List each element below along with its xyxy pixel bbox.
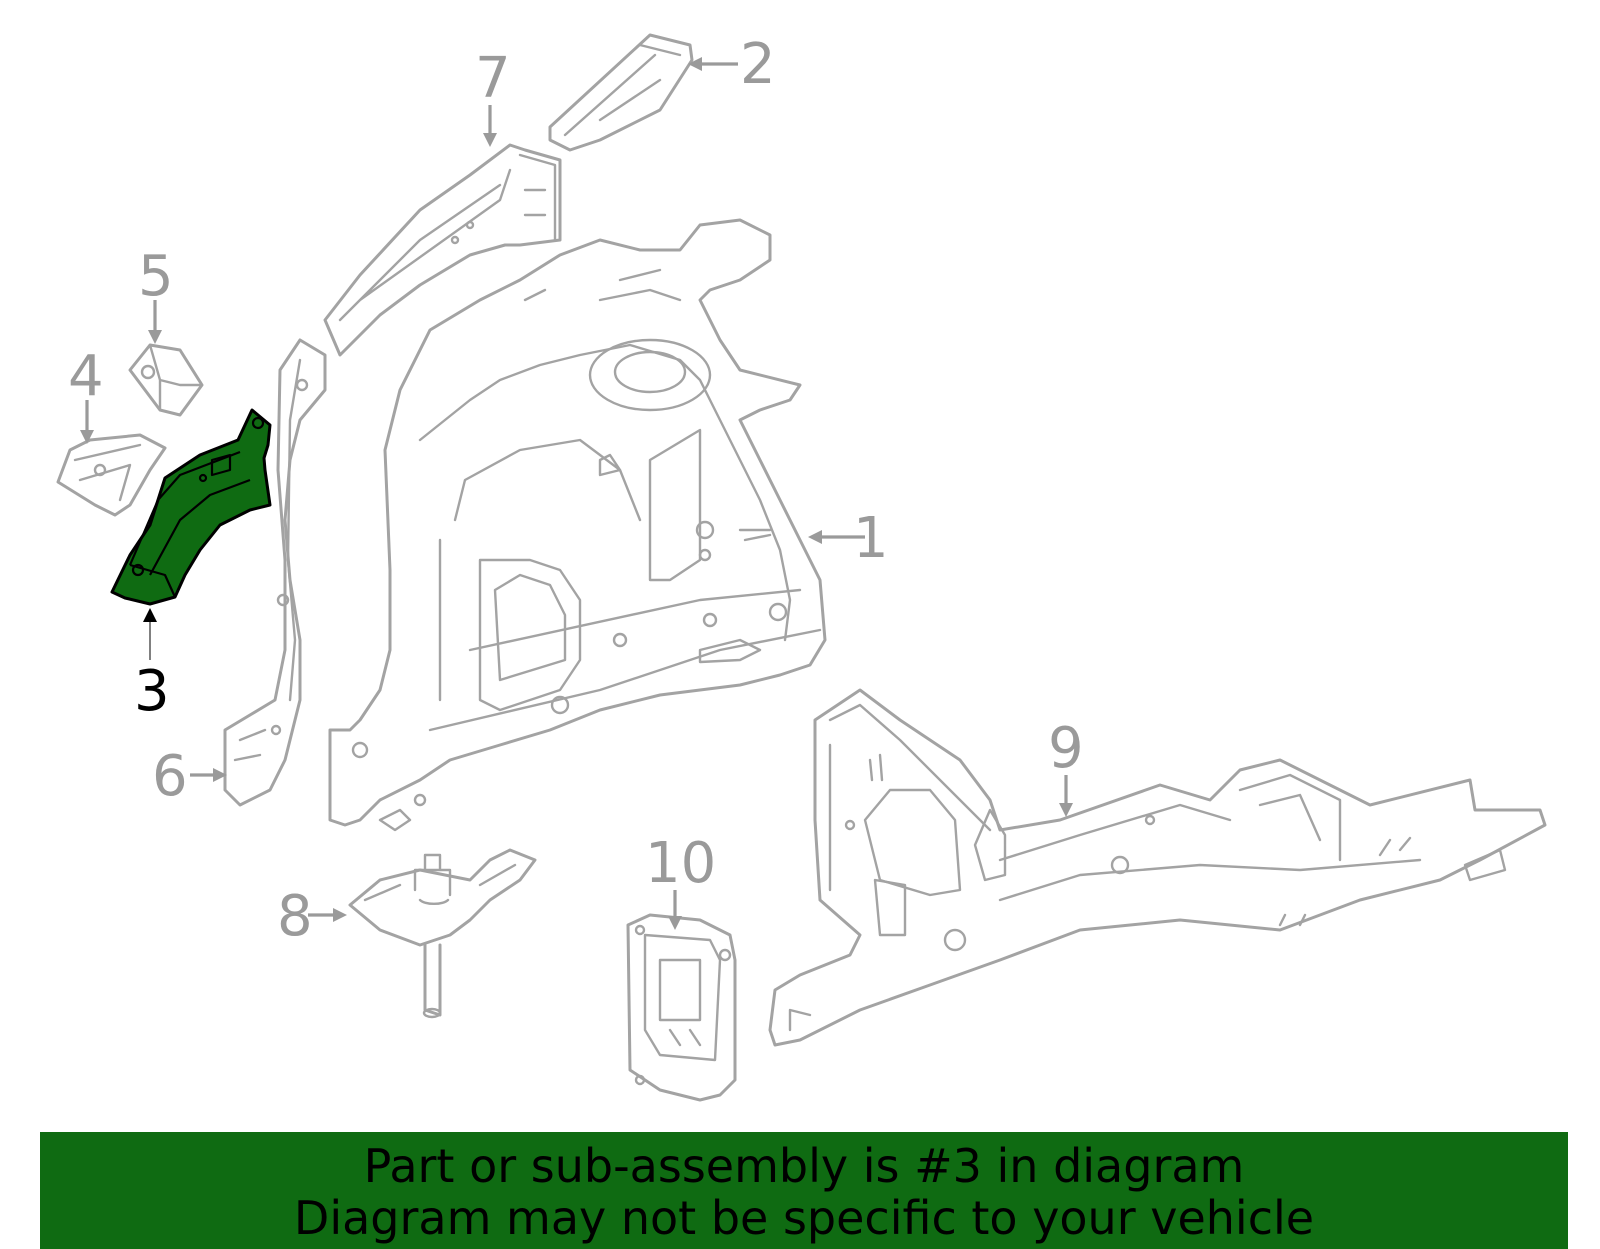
part-1-inner-fender[interactable] <box>328 218 827 832</box>
part-6-pillar-strip[interactable] <box>223 338 327 807</box>
part-3-bracket-highlighted[interactable] <box>110 408 272 606</box>
callout-8[interactable]: 8 <box>277 884 313 949</box>
part-8-mount[interactable] <box>348 848 537 1019</box>
callout-10[interactable]: 10 <box>645 831 716 896</box>
part-5-block[interactable] <box>128 343 204 417</box>
callout-7[interactable]: 7 <box>475 46 511 111</box>
info-banner: Part or sub-assembly is #3 in diagram Di… <box>40 1132 1568 1249</box>
part-10-plate[interactable] <box>626 913 737 1102</box>
part-9-frame-rail[interactable] <box>768 688 1547 1047</box>
callout-3[interactable]: 3 <box>134 659 170 724</box>
callout-labels: 1 2 3 4 5 6 7 8 9 10 <box>68 32 1084 949</box>
callout-5[interactable]: 5 <box>138 244 174 309</box>
part-2-bracket[interactable] <box>548 33 694 152</box>
banner-line-2: Diagram may not be specific to your vehi… <box>293 1191 1315 1245</box>
callout-6[interactable]: 6 <box>152 744 188 809</box>
banner-line-1: Part or sub-assembly is #3 in diagram <box>363 1139 1245 1193</box>
part-7-upper-rail[interactable] <box>323 143 562 357</box>
callout-2[interactable]: 2 <box>740 32 776 97</box>
callout-9[interactable]: 9 <box>1048 716 1084 781</box>
callout-4[interactable]: 4 <box>68 344 104 409</box>
part-4-bracket[interactable] <box>56 433 167 517</box>
callout-1[interactable]: 1 <box>853 506 889 571</box>
callout-arrows <box>80 57 1073 930</box>
